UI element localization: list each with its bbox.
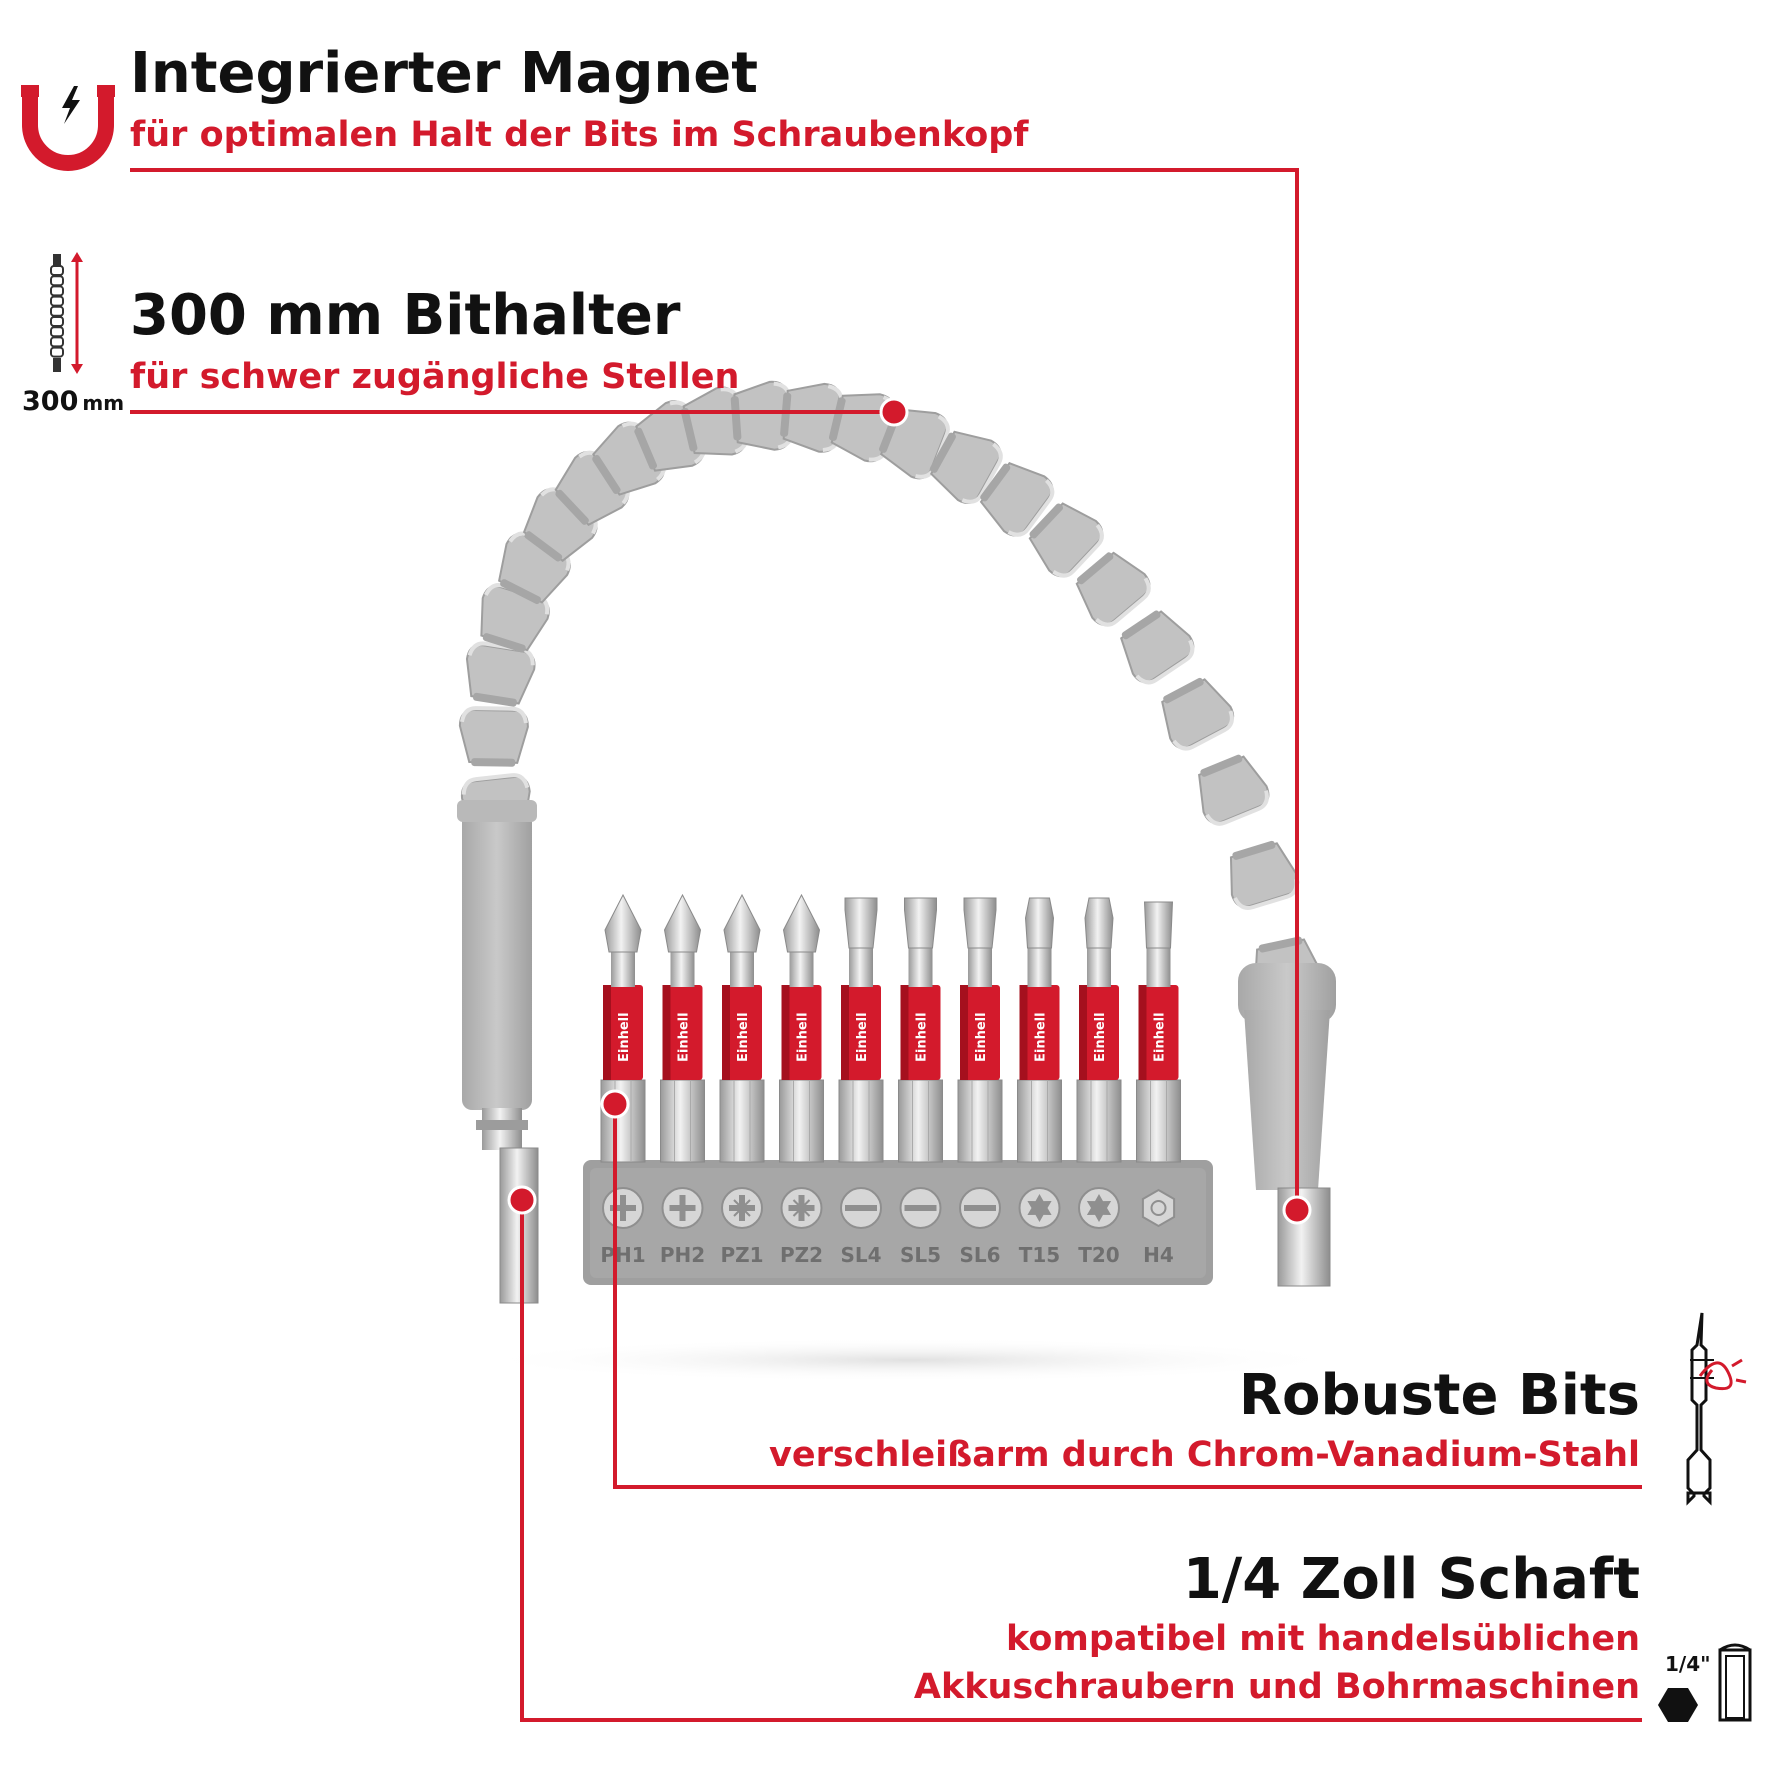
shank-icon-label: 1/4": [1665, 1652, 1711, 1676]
bit-profile-symbol: [899, 1187, 942, 1229]
leader-dot-bits: [600, 1089, 630, 1119]
bit-holder-length-icon: [50, 252, 83, 374]
floor-shadow: [470, 1338, 1350, 1382]
bit-size-label: PZ2: [780, 1243, 823, 1267]
bit-profile-symbol: [959, 1187, 1001, 1229]
brand-label: Einhell: [915, 1012, 930, 1062]
bit-size-label: SL4: [840, 1243, 881, 1267]
screwdriver-bit: Einhell: [660, 893, 705, 1163]
brand-label: Einhell: [855, 1012, 870, 1062]
bit-size-label: SL5: [900, 1243, 941, 1267]
shank-feature-subtitle-line1: kompatibel mit handelsüblichen: [1006, 1619, 1640, 1659]
shaft-segment: [1075, 551, 1151, 627]
screwdriver-bit: Einhell: [1017, 897, 1062, 1163]
bit-profile-symbol: [602, 1187, 644, 1229]
screwdriver-bit: Einhell: [1076, 897, 1122, 1163]
bit-size-label: SL6: [959, 1243, 1000, 1267]
screwdriver-bit: Einhell: [898, 897, 943, 1163]
shaft-segment: [1028, 502, 1104, 578]
shaft-segment: [979, 461, 1055, 537]
screwdriver-bit: Einhell: [600, 893, 646, 1163]
bit-profile-symbol: [661, 1187, 704, 1229]
magnet-feature-title: Integrierter Magnet: [130, 41, 759, 106]
bit-profile-symbol: [840, 1187, 882, 1229]
magnet-feature-subtitle: für optimalen Halt der Bits im Schrauben…: [130, 115, 1029, 155]
brand-label: Einhell: [617, 1012, 632, 1062]
bit-size-label: H4: [1143, 1243, 1174, 1267]
shaft-segment: [1161, 677, 1235, 751]
shaft-drive-end: [457, 800, 539, 1304]
leader-dot-magnet: [1282, 1195, 1312, 1225]
shank-feature-title: 1/4 Zoll Schaft: [1182, 1547, 1640, 1612]
leader-dot-holder: [879, 397, 909, 427]
holder-feature-subtitle: für schwer zugängliche Stellen: [130, 357, 740, 397]
shaft-bit-holder-end: [1238, 963, 1336, 1287]
bits-feature-title: Robuste Bits: [1238, 1363, 1640, 1428]
shaft-segment: [465, 641, 536, 707]
shaft-segment: [929, 430, 1003, 504]
bits-feature-subtitle: verschleißarm durch Chrom-Vanadium-Stahl: [769, 1435, 1640, 1475]
brand-label: Einhell: [796, 1012, 811, 1062]
leader-line-shank: [520, 1200, 1642, 1722]
screwdriver-bit-icon: [1686, 1312, 1747, 1506]
shaft-segment: [554, 450, 630, 527]
holder-feature-title: 300 mm Bithalter: [130, 283, 681, 348]
bit-size-label: PZ1: [720, 1243, 763, 1267]
bit-profile-symbol: [1141, 1188, 1176, 1228]
bit-profile-symbol: [1078, 1187, 1120, 1229]
brand-label: Einhell: [736, 1012, 751, 1062]
shaft-segment: [1229, 840, 1300, 910]
brand-label: Einhell: [1034, 1012, 1049, 1062]
magnet-icon: [21, 85, 115, 171]
bit-size-label: PH1: [600, 1243, 645, 1267]
flexible-shaft: [458, 380, 1323, 1004]
shaft-segment: [1198, 754, 1270, 826]
bit-size-label: T20: [1078, 1243, 1119, 1267]
shank-feature-subtitle-line2: Akkuschraubern und Bohrmaschinen: [913, 1667, 1640, 1707]
bit-profile-symbol: [1018, 1187, 1061, 1229]
screwdriver-bit: Einhell: [1136, 901, 1181, 1163]
brand-label: Einhell: [1153, 1012, 1168, 1062]
leader-line-magnet: [130, 168, 1299, 1210]
brand-label: Einhell: [1093, 1012, 1108, 1062]
leader-dot-shank: [507, 1185, 537, 1215]
screwdriver-bit: Einhell: [779, 893, 824, 1163]
brand-label: Einhell: [974, 1012, 989, 1062]
screwdriver-bit: Einhell: [957, 897, 1003, 1163]
leader-line-bits: [613, 1104, 1642, 1489]
shaft-segment: [1120, 610, 1195, 685]
hex-shank-icon: [1658, 1643, 1752, 1722]
bit-profile-symbol: [721, 1187, 763, 1229]
brand-label: Einhell: [677, 1012, 692, 1062]
shaft-segment: [680, 386, 749, 456]
bit-size-label: PH2: [660, 1243, 705, 1267]
screwdriver-bit: Einhell: [838, 897, 884, 1163]
screwdriver-bit: Einhell: [719, 893, 765, 1163]
bit-profile-symbol: [780, 1187, 823, 1229]
bit-size-label: T15: [1019, 1243, 1060, 1267]
shaft-segment: [458, 706, 529, 767]
